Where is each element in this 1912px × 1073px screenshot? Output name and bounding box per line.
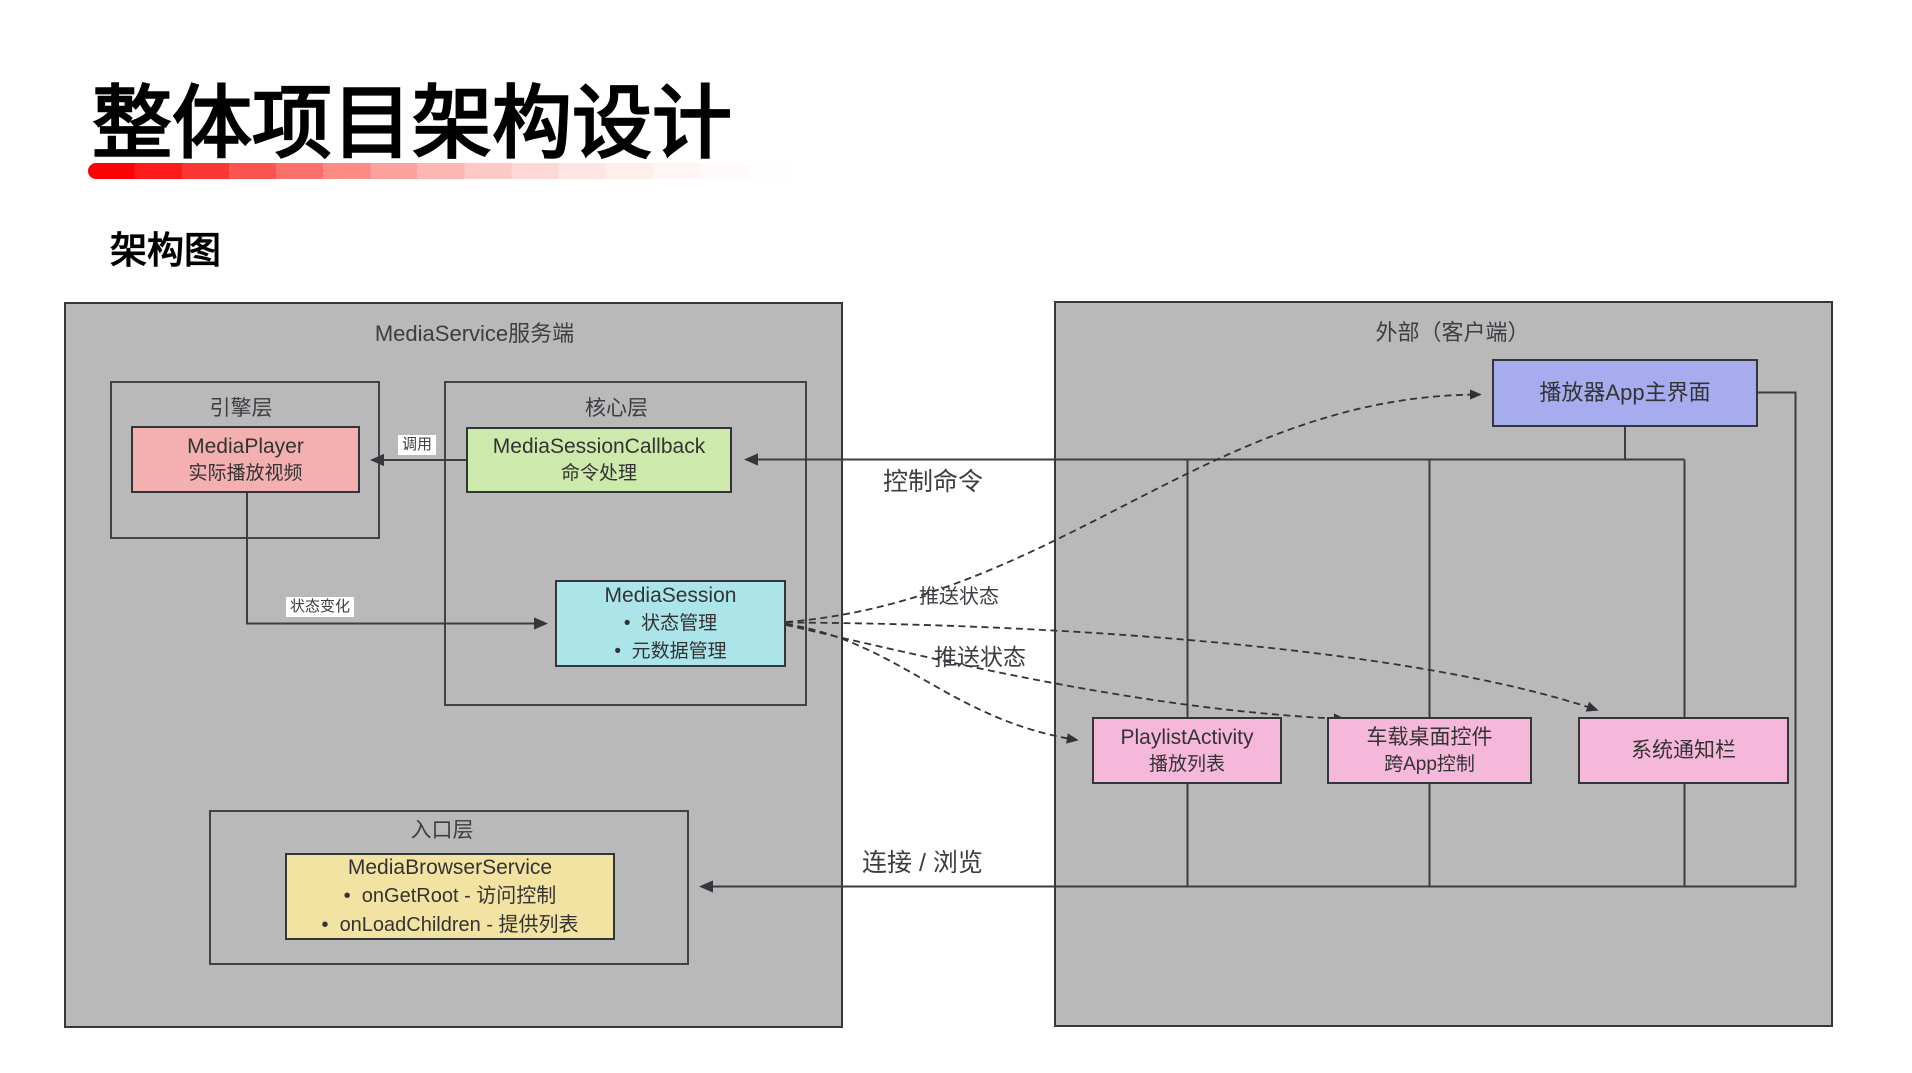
page-title: 整体项目架构设计 xyxy=(92,79,732,168)
edge-label-invoke: 调用 xyxy=(398,435,437,455)
node-notification-bar: 系统通知栏 xyxy=(1578,717,1789,784)
server-container-label: MediaService服务端 xyxy=(374,321,575,346)
edge-label-connect-browse: 连接 / 浏览 xyxy=(862,849,983,877)
node-playlist-activity: PlaylistActivity 播放列表 xyxy=(1092,717,1282,784)
node-playlist-activity-subtitle: 播放列表 xyxy=(1148,753,1225,775)
edge-label-push-state-upper: 推送状态 xyxy=(919,586,999,608)
edge-label-state-change: 状态变化 xyxy=(286,597,355,617)
node-media-session-callback: MediaSessionCallback 命令处理 xyxy=(466,427,732,493)
node-car-widget-subtitle: 跨App控制 xyxy=(1384,753,1475,775)
node-player-app: 播放器App主界面 xyxy=(1492,359,1758,427)
node-car-widget: 车载桌面控件 跨App控制 xyxy=(1327,717,1532,784)
node-playlist-activity-title: PlaylistActivity xyxy=(1120,725,1254,749)
wire-push-to-notification xyxy=(785,621,1599,712)
node-media-session-callback-subtitle: 命令处理 xyxy=(560,463,637,484)
node-media-browser-service-bullet-1: onGetRoot - 访问控制 xyxy=(344,882,557,911)
wire-push-to-playlist xyxy=(785,623,1079,744)
node-media-session-bullet-2: 元数据管理 xyxy=(614,638,727,666)
node-media-browser-service: MediaBrowserService onGetRoot - 访问控制 onL… xyxy=(285,853,615,940)
wire-push-to-car-widget xyxy=(785,624,1346,724)
node-media-session-bullet-1: 状态管理 xyxy=(624,610,717,638)
client-container: 外部（客户端） xyxy=(1054,301,1833,1027)
node-media-player: MediaPlayer 实际播放视频 xyxy=(131,426,360,493)
edge-label-control-command: 控制命令 xyxy=(883,468,984,496)
node-media-player-title: MediaPlayer xyxy=(187,434,304,458)
core-layer-label: 核心层 xyxy=(585,397,648,420)
title-underline-accent xyxy=(88,163,794,179)
node-media-session-title: MediaSession xyxy=(604,583,737,607)
wire-push-to-player-app xyxy=(785,389,1482,623)
node-notification-bar-title: 系统通知栏 xyxy=(1631,738,1736,762)
node-car-widget-title: 车载桌面控件 xyxy=(1366,725,1493,749)
client-container-label: 外部（客户端） xyxy=(1375,320,1530,345)
node-media-browser-service-bullet-2: onLoadChildren - 提供列表 xyxy=(321,911,579,940)
engine-layer-label: 引擎层 xyxy=(209,397,273,420)
node-media-session: MediaSession 状态管理 元数据管理 xyxy=(555,580,786,667)
edge-label-push-state-lower: 推送状态 xyxy=(934,644,1026,670)
node-media-player-subtitle: 实际播放视频 xyxy=(188,462,303,484)
node-media-session-callback-title: MediaSessionCallback xyxy=(492,435,706,458)
entry-layer-label: 入口层 xyxy=(410,819,474,842)
node-player-app-title: 播放器App主界面 xyxy=(1539,380,1711,405)
wire-state-change-arrow xyxy=(246,493,548,630)
section-subtitle: 架构图 xyxy=(110,230,221,271)
node-media-browser-service-title: MediaBrowserService xyxy=(347,856,553,879)
wire-connect-browse-arrow xyxy=(699,391,1797,893)
